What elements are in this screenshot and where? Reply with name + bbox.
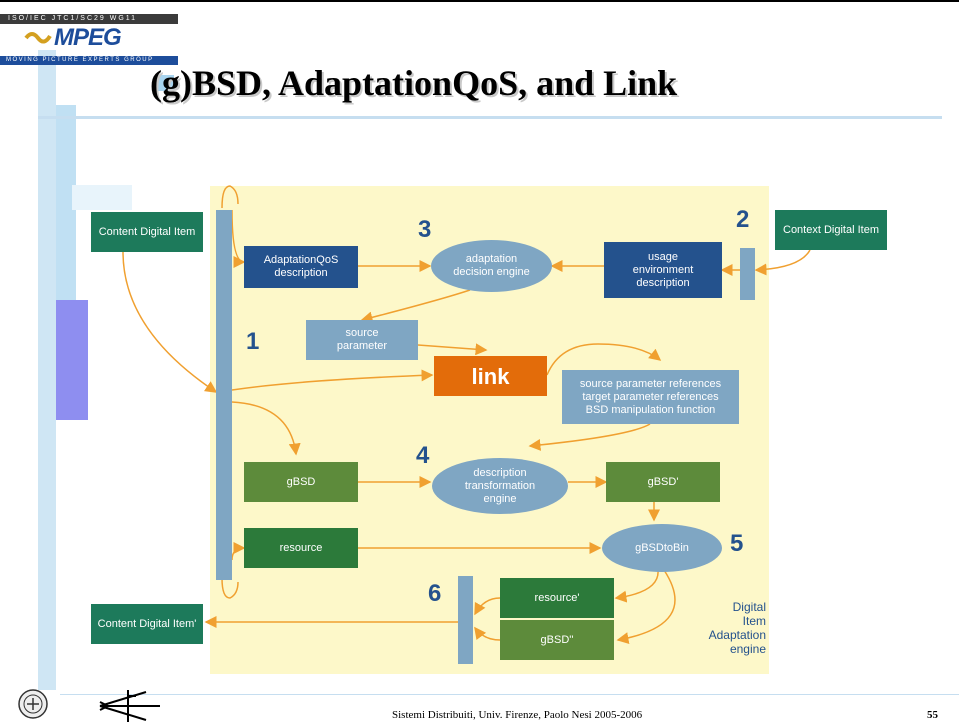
arrow-gbsdtobin-to-gbsd2 bbox=[616, 569, 676, 645]
deco-bar-4 bbox=[72, 185, 132, 210]
dia-line3: Adaptation bbox=[708, 628, 766, 642]
logo-tagline: MOVING PICTURE EXPERTS GROUP bbox=[6, 57, 154, 63]
adaptationqos-description: AdaptationQoS description bbox=[244, 246, 358, 288]
logo-tagline-bar bbox=[0, 56, 178, 65]
arrow-bar-to-resource bbox=[231, 542, 246, 561]
usage-line3: description bbox=[636, 276, 690, 289]
dia-engine-label: Digital Item Adaptation engine bbox=[690, 600, 766, 656]
step-number-1: 1 bbox=[246, 328, 260, 355]
arrow-source-to-link bbox=[417, 343, 488, 356]
aqos-line2: description bbox=[274, 267, 328, 279]
usage-line1: usage bbox=[648, 250, 678, 263]
content-digital-item-prime: Content Digital Item' bbox=[91, 604, 203, 644]
refs-line1: source parameter references bbox=[579, 377, 722, 390]
parameter-references-box: source parameter references target param… bbox=[562, 370, 739, 424]
arrow-bar-to-link bbox=[231, 369, 434, 391]
source-parameter: source parameter bbox=[306, 320, 418, 360]
arrow-context-to-bar2 bbox=[754, 249, 811, 276]
dia-line4: engine bbox=[729, 642, 766, 656]
mpeg-swirl-icon bbox=[24, 32, 52, 44]
arrow-bar-to-gbsd bbox=[231, 401, 301, 456]
link-box: link bbox=[434, 356, 547, 396]
arrow-content-to-bar bbox=[122, 251, 218, 393]
adaptation-decision-engine: adaptation decision engine bbox=[431, 240, 552, 292]
desc-line2: transformation bbox=[464, 479, 536, 492]
refs-line3: BSD manipulation function bbox=[585, 403, 716, 416]
source-line2: parameter bbox=[336, 340, 388, 352]
step-number-5: 5 bbox=[730, 530, 744, 557]
context-digital-item: Context Digital Item bbox=[775, 210, 887, 250]
dia-line1: Digital bbox=[732, 600, 766, 614]
resource-box: resource bbox=[244, 528, 358, 568]
gbsd-box: gBSD bbox=[244, 462, 358, 502]
arrow-refs-to-desc bbox=[528, 423, 651, 451]
refs-line2: target parameter references bbox=[582, 390, 719, 403]
slide-title: (g)BSD, AdaptationQoS, and Link bbox=[150, 63, 678, 103]
deco-bar-2 bbox=[56, 105, 76, 305]
logo-header-bar bbox=[0, 14, 178, 24]
aqos-line1: AdaptationQoS bbox=[263, 254, 339, 266]
arrow-link-to-refs bbox=[546, 343, 662, 376]
gbsd-prime-box: gBSD' bbox=[606, 462, 720, 502]
decision-line2: decision engine bbox=[453, 266, 530, 278]
deco-bar-1 bbox=[38, 50, 56, 690]
title-rule bbox=[38, 116, 942, 119]
vertical-bar-3 bbox=[458, 576, 473, 664]
bottom-rule bbox=[60, 694, 959, 695]
arrow-gbsd2-to-bar3 bbox=[474, 626, 501, 641]
step-number-2: 2 bbox=[736, 206, 750, 233]
top-border bbox=[0, 0, 959, 2]
description-transformation-engine: description transformation engine bbox=[432, 458, 568, 514]
step-number-6: 6 bbox=[428, 580, 442, 607]
step-number-3: 3 bbox=[418, 216, 432, 243]
vertical-bar-1 bbox=[216, 210, 232, 580]
logo-name: MPEG bbox=[54, 24, 122, 51]
arrow-bar-top-loop bbox=[221, 185, 239, 209]
usage-line2: environment bbox=[632, 263, 694, 276]
source-line1: source bbox=[345, 327, 379, 339]
decision-line1: adaptation bbox=[465, 253, 518, 265]
deco-square-1 bbox=[158, 75, 174, 91]
usage-environment-description: usage environment description bbox=[604, 242, 722, 298]
arrow-resprime-to-bar3 bbox=[474, 597, 501, 616]
desc-line1: description bbox=[473, 466, 527, 479]
university-seal-icon bbox=[18, 689, 48, 719]
resource-prime-box: resource' bbox=[500, 578, 614, 618]
footer-text: Sistemi Distribuiti, Univ. Firenze, Paol… bbox=[392, 709, 643, 721]
gbsdtobin-engine: gBSDtoBin bbox=[602, 524, 722, 572]
page-number: 55 bbox=[927, 709, 938, 721]
dsi-lab-logo-icon bbox=[99, 690, 160, 722]
mpeg-logo: ISO/IEC JTC1/SC29 WG11 MPEG MOVING PICTU… bbox=[0, 6, 178, 66]
arrow-bar-to-aqos bbox=[231, 209, 246, 268]
arrow-decision-to-source bbox=[360, 289, 471, 324]
logo-header-text: ISO/IEC JTC1/SC29 WG11 bbox=[8, 15, 138, 22]
vertical-bar-2 bbox=[740, 248, 755, 300]
deco-bar-3 bbox=[56, 300, 88, 420]
content-digital-item: Content Digital Item bbox=[91, 212, 203, 252]
arrow-gbsdtobin-to-resprime bbox=[614, 569, 659, 603]
step-number-4: 4 bbox=[416, 442, 430, 469]
gbsd-double-prime-box: gBSD'' bbox=[500, 620, 614, 660]
desc-line3: engine bbox=[483, 492, 517, 505]
dia-line2: Item bbox=[742, 614, 766, 628]
arrow-bar-bottom-loop bbox=[221, 577, 239, 599]
